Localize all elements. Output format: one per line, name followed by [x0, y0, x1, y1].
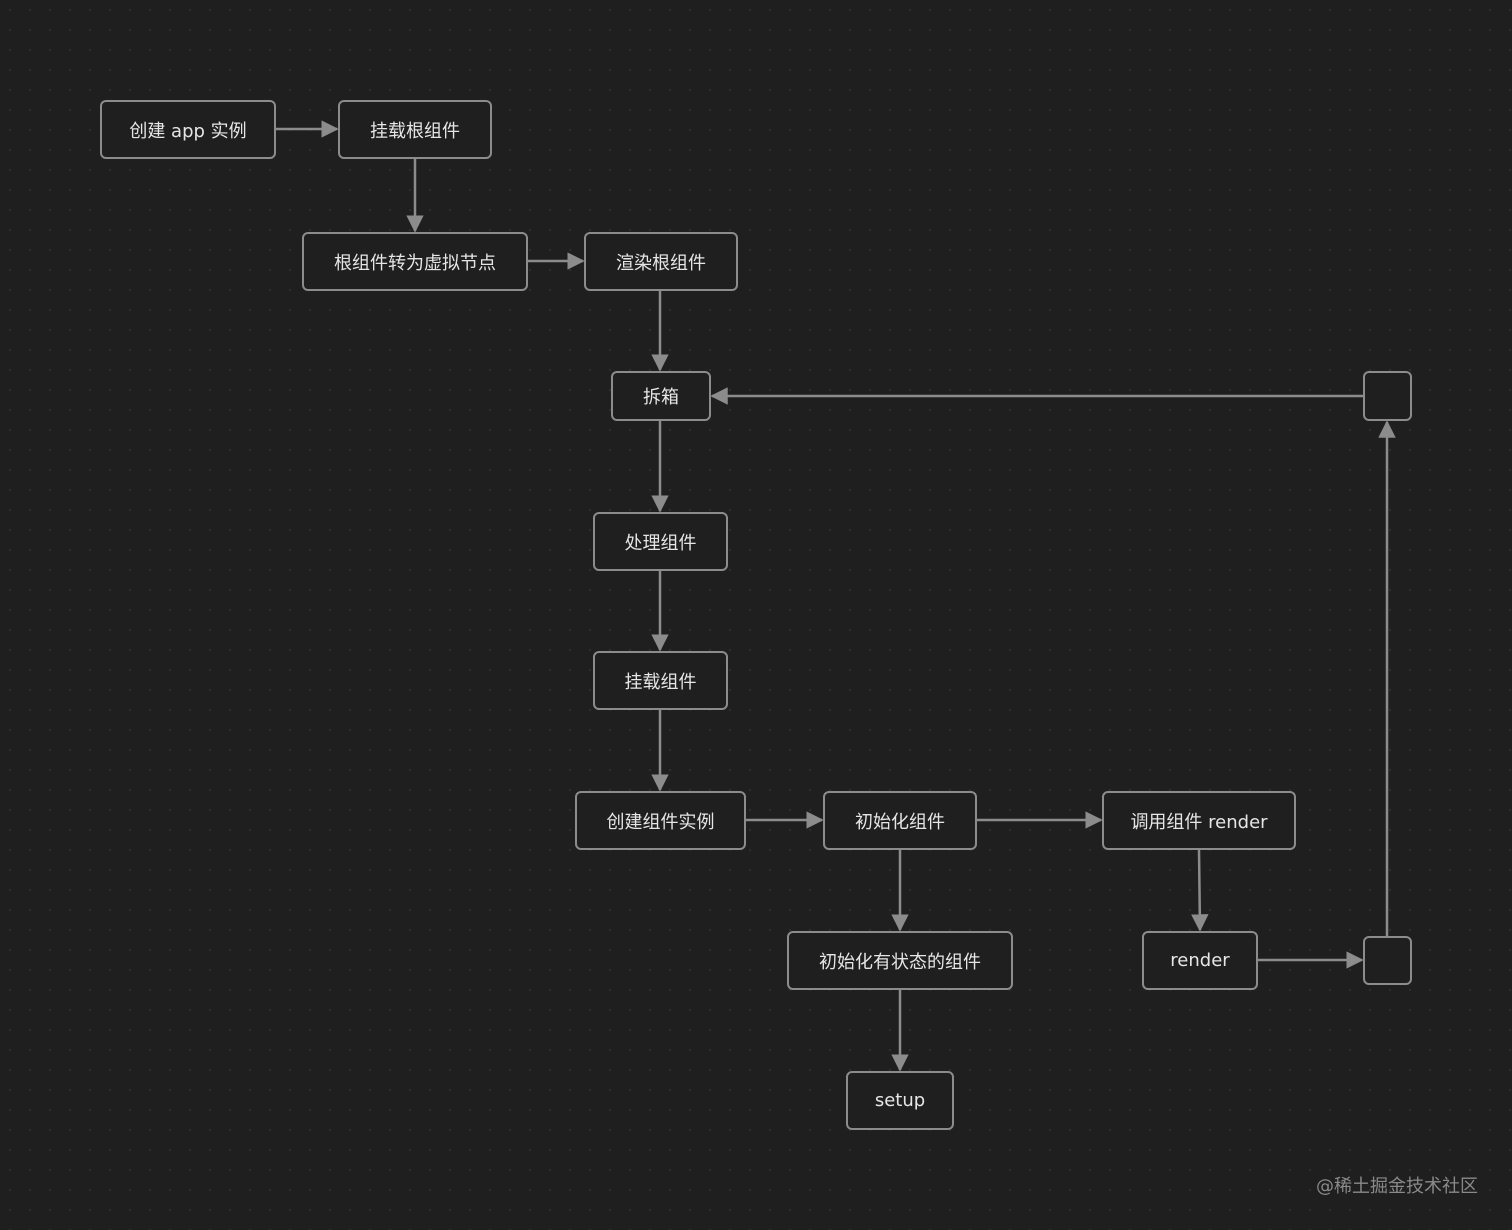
- node-label: render: [1170, 950, 1230, 971]
- node-render[interactable]: render: [1142, 931, 1258, 990]
- node-label: 创建 app 实例: [129, 120, 247, 142]
- node-label: 初始化有状态的组件: [819, 951, 981, 973]
- node-render-root[interactable]: 渲染根组件: [584, 232, 738, 291]
- node-init-component[interactable]: 初始化组件: [823, 791, 977, 850]
- node-label: 渲染根组件: [616, 252, 706, 274]
- node-blank-bottom[interactable]: [1363, 936, 1412, 985]
- node-label: 处理组件: [624, 532, 697, 554]
- node-label: 初始化组件: [855, 811, 945, 833]
- node-create-app[interactable]: 创建 app 实例: [100, 100, 276, 159]
- node-mount-root[interactable]: 挂载根组件: [338, 100, 492, 159]
- node-mount-component[interactable]: 挂载组件: [593, 651, 728, 710]
- node-label: 挂载组件: [624, 671, 697, 693]
- node-process-component[interactable]: 处理组件: [593, 512, 728, 571]
- node-label: 挂载根组件: [370, 120, 460, 142]
- node-create-instance[interactable]: 创建组件实例: [575, 791, 746, 850]
- node-setup[interactable]: setup: [846, 1071, 954, 1130]
- node-init-stateful[interactable]: 初始化有状态的组件: [787, 931, 1013, 990]
- node-label: 根组件转为虚拟节点: [334, 252, 496, 274]
- node-unbox[interactable]: 拆箱: [611, 371, 711, 421]
- node-blank-top[interactable]: [1363, 371, 1412, 421]
- node-label: setup: [874, 1090, 926, 1111]
- watermark: @稀土掘金技术社区: [1316, 1176, 1478, 1197]
- node-label: 创建组件实例: [606, 811, 715, 833]
- node-label: 拆箱: [643, 387, 679, 408]
- edge-call-render-to-render: [1191, 849, 1209, 932]
- node-root-to-vnode[interactable]: 根组件转为虚拟节点: [302, 232, 528, 291]
- node-label: 调用组件 render: [1130, 811, 1268, 833]
- node-call-render[interactable]: 调用组件 render: [1102, 791, 1296, 850]
